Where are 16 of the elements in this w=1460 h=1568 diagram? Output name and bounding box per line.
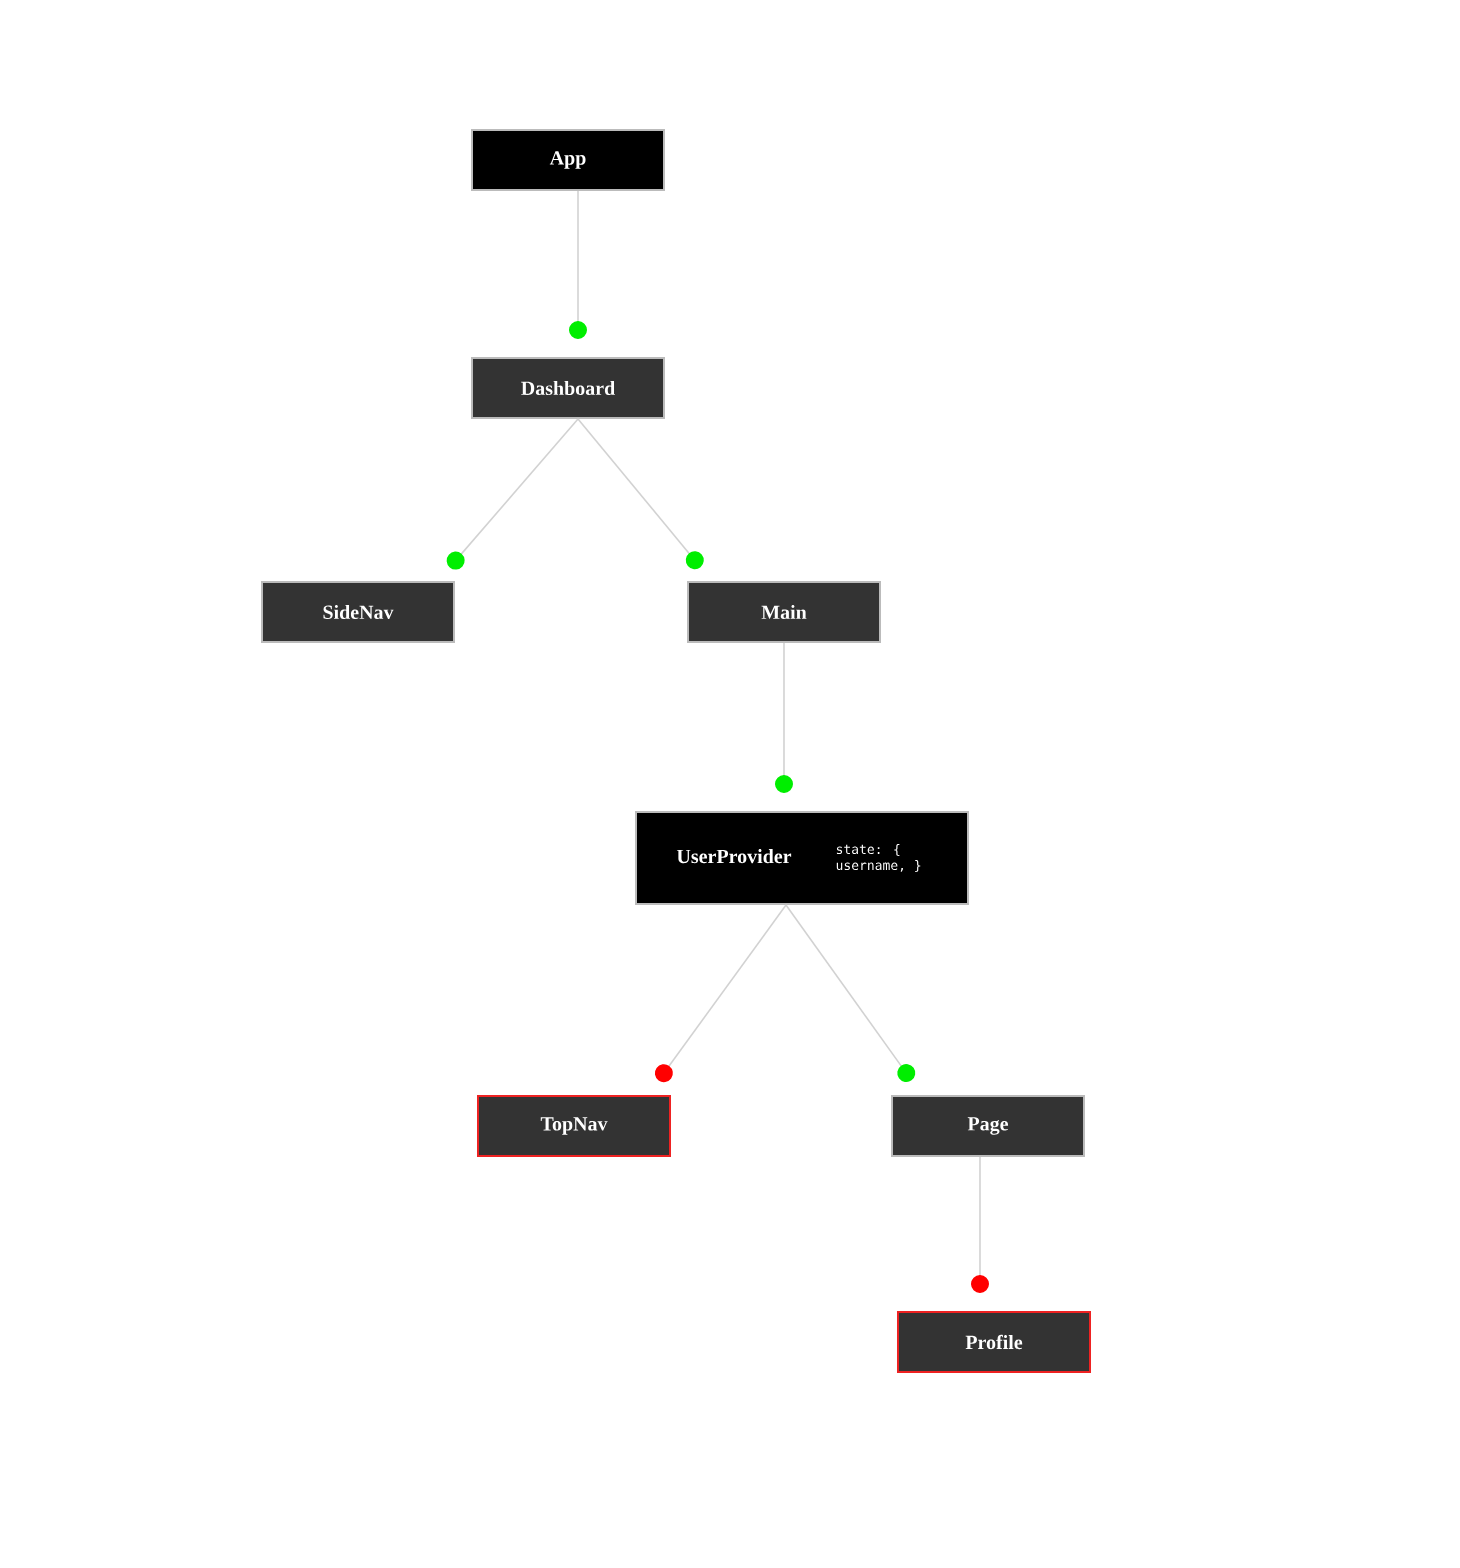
connector [775,642,793,793]
connector [971,1156,989,1293]
component-box: Profile [897,1311,1091,1373]
component-box: Dashboard [471,357,665,419]
connector [654,904,787,1083]
component-box [635,811,969,905]
component-box: Page [891,1095,1085,1157]
connector [569,190,587,339]
connector [577,418,704,570]
connector [446,418,579,570]
component-box: TopNav [477,1095,671,1157]
node-title: UserProvider [676,849,792,864]
component-box: Main [687,581,881,643]
component-box: App [471,129,665,191]
component-box: SideNav [261,581,455,643]
connector [785,904,916,1083]
